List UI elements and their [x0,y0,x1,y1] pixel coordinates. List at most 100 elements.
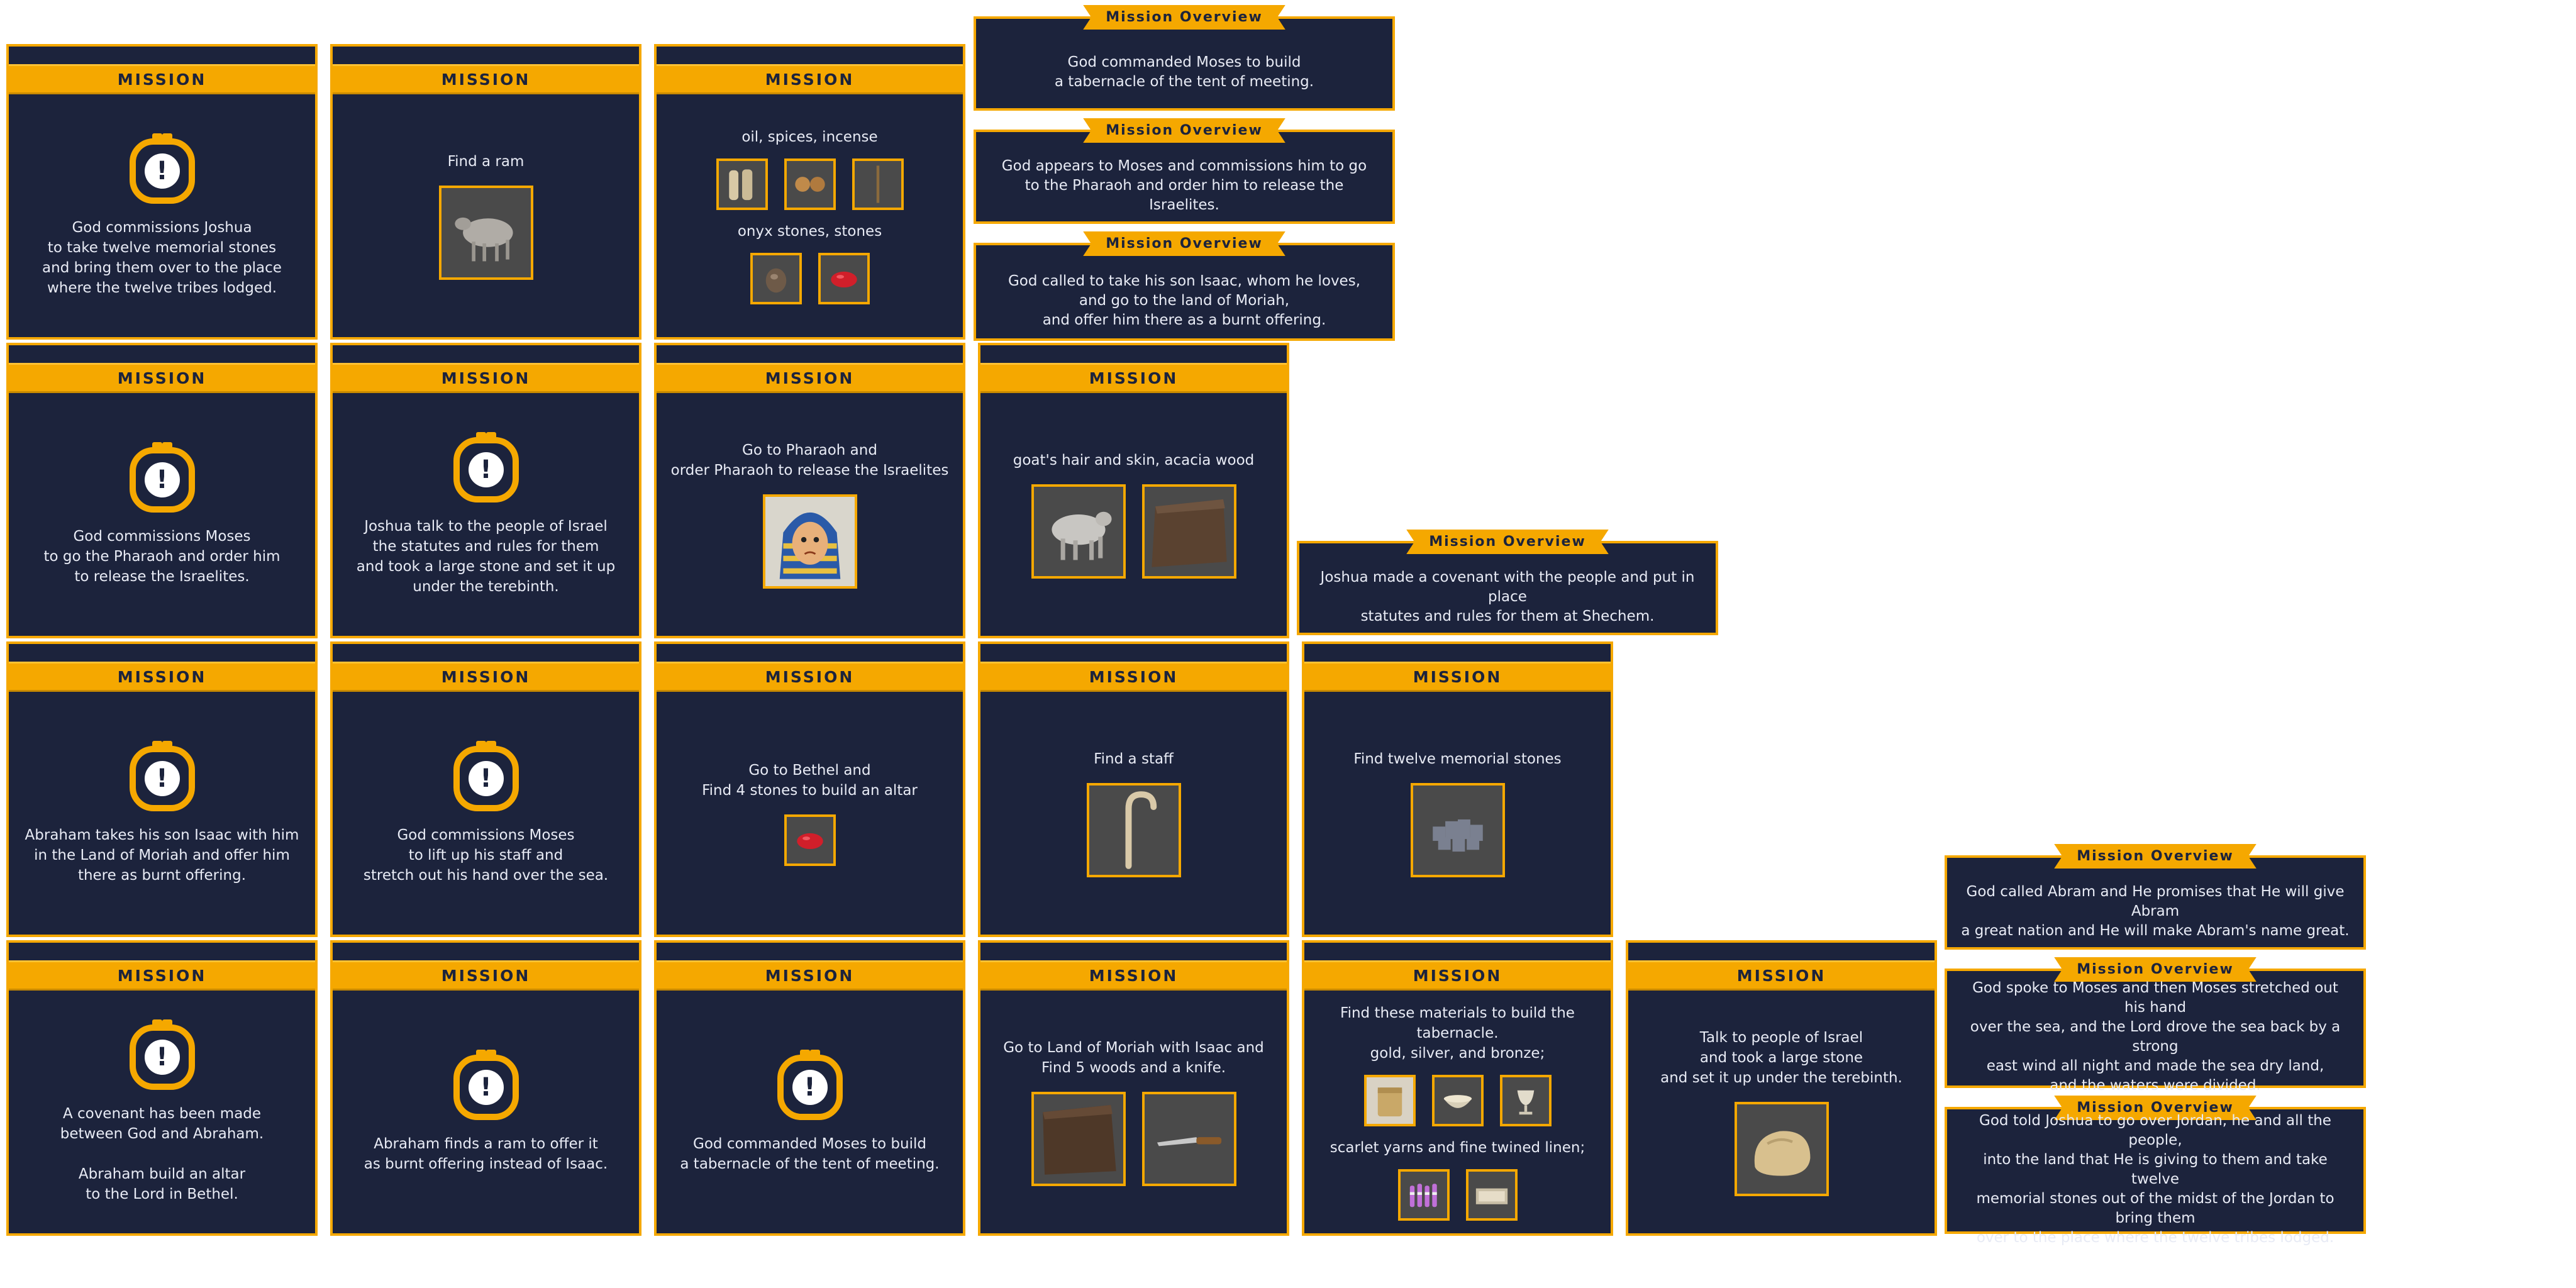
mission-header: MISSION [333,64,639,94]
mission-text: God commissions Joshua to take twelve me… [42,219,282,296]
mission-body: Go to Land of Moriah with Isaac and Find… [980,991,1287,1233]
spice-balls-item[interactable] [784,158,836,210]
mission-body: ! God commissions Moses to lift up his st… [333,692,639,935]
mission-text: Go to Land of Moriah with Isaac and Find… [1003,1040,1264,1076]
mission-overview-body: Joshua made a covenant with the people a… [1299,561,1716,633]
exclamation-icon: ! [129,1019,195,1090]
memorial-stones-graphic [1413,786,1502,875]
red-stone-item[interactable] [784,814,836,866]
exclamation-mark: ! [468,452,504,487]
wood-board-item[interactable] [1031,1092,1126,1186]
staff-item[interactable] [1086,783,1181,877]
exclamation-mark: ! [144,153,180,189]
item-row [1363,1075,1552,1126]
mission-overview-banner: Mission Overview [1406,530,1609,554]
onyx-stone-graphic [752,255,799,302]
goat-model-item[interactable] [1031,484,1126,579]
mission-overview-body: God appears to Moses and commissions him… [976,150,1392,221]
mission-header: MISSION [657,363,963,393]
mission-overview-banner: Mission Overview [1083,231,1285,256]
yarn-spools-graphic [1400,1172,1447,1218]
mission-text: Abraham takes his son Isaac with him in … [25,827,299,884]
item-row [438,186,533,280]
mission-header: MISSION [1628,960,1935,991]
linen-box-item[interactable] [1465,1169,1518,1221]
bronze-cup-item[interactable] [1499,1075,1552,1126]
ram-model-graphic [441,188,531,277]
mission-overview-banner: Mission Overview [1083,118,1285,143]
large-stone-graphic [1736,1104,1826,1194]
mission-header: MISSION [9,64,315,94]
mission-overview-body: God commanded Moses to build a tabernacl… [976,36,1392,108]
mission-text: Find a staff [1094,751,1174,767]
mission-card[interactable]: MISSION!Joshua talk to the people of Isr… [330,343,641,638]
mission-overview-text: God commanded Moses to build a tabernacl… [1054,54,1314,90]
mission-card[interactable]: MISSION! God commissions Joshua to take t… [6,44,318,340]
mission-card[interactable]: MISSION!God commanded Moses to build a t… [654,940,965,1236]
pharaoh-portrait-item[interactable] [762,494,857,589]
mission-header: MISSION [9,960,315,991]
knife-item[interactable] [1141,1092,1236,1186]
large-stone-item[interactable] [1734,1102,1829,1196]
silver-bowl-graphic [1434,1077,1481,1124]
mission-overview-body: God called Abram and He promises that He… [1947,875,2363,947]
mission-card[interactable]: MISSION!A covenant has been made between… [6,940,318,1236]
mission-body: goat's hair and skin, acacia wood [980,393,1287,636]
item-row [784,814,836,866]
mission-overview-banner: Mission Overview [2054,1096,2257,1120]
mission-header: MISSION [333,662,639,692]
mission-text: Go to Bethel and Find 4 stones to build … [702,762,918,799]
mission-card[interactable]: MISSION Go to Pharaoh and order Pharaoh t… [654,343,965,638]
exclamation-icon: ! [453,741,519,811]
mission-text: Go to Pharaoh and order Pharaoh to relea… [670,442,949,479]
mission-text: God commissions Moses to lift up his sta… [363,827,609,884]
mission-card[interactable]: MISSION! God commissions Moses to lift up… [330,641,641,937]
ram-model-item[interactable] [438,186,533,280]
silver-bowl-item[interactable] [1431,1075,1484,1126]
wood-board-graphic [1033,1094,1123,1184]
mission-text: God commanded Moses to build a tabernacl… [680,1136,940,1172]
item-row [1086,783,1181,877]
mission-card[interactable]: MISSION!Abraham takes his son Isaac with… [6,641,318,937]
onyx-stone-item[interactable] [750,253,802,304]
mission-header: MISSION [333,363,639,393]
mission-card[interactable]: MISSION!Abraham finds a ram to offer it … [330,940,641,1236]
gold-sack-item[interactable] [1363,1075,1416,1126]
yarn-spools-item[interactable] [1397,1169,1450,1221]
exclamation-icon: ! [453,432,519,502]
mission-header: MISSION [9,662,315,692]
mission-body: !Abraham finds a ram to offer it as burn… [333,991,639,1233]
exclamation-icon: ! [777,1050,843,1120]
memorial-stones-item[interactable] [1410,783,1505,877]
mission-header: MISSION [333,960,639,991]
spice-balls-graphic [786,161,833,208]
mission-text: Abraham finds a ram to offer it as burnt… [364,1136,608,1172]
mission-overview-banner: Mission Overview [2054,844,2257,869]
mission-overview-text: God called to take his son Isaac, whom h… [1008,272,1361,328]
mission-text: Find these materials to build the tabern… [1340,1005,1575,1062]
linen-box-graphic [1468,1172,1515,1218]
red-stone-item[interactable] [818,253,870,304]
incense-stick-item[interactable] [852,158,904,210]
acacia-board-graphic [1144,487,1234,576]
item-row [1410,783,1505,877]
acacia-board-item[interactable] [1141,484,1236,579]
oil-jars-item[interactable] [716,158,768,210]
mission-card[interactable]: MISSION!God commissions Moses to go the … [6,343,318,638]
item-row [716,158,904,210]
mission-body: Talk to people of Israel and took a larg… [1628,991,1935,1233]
